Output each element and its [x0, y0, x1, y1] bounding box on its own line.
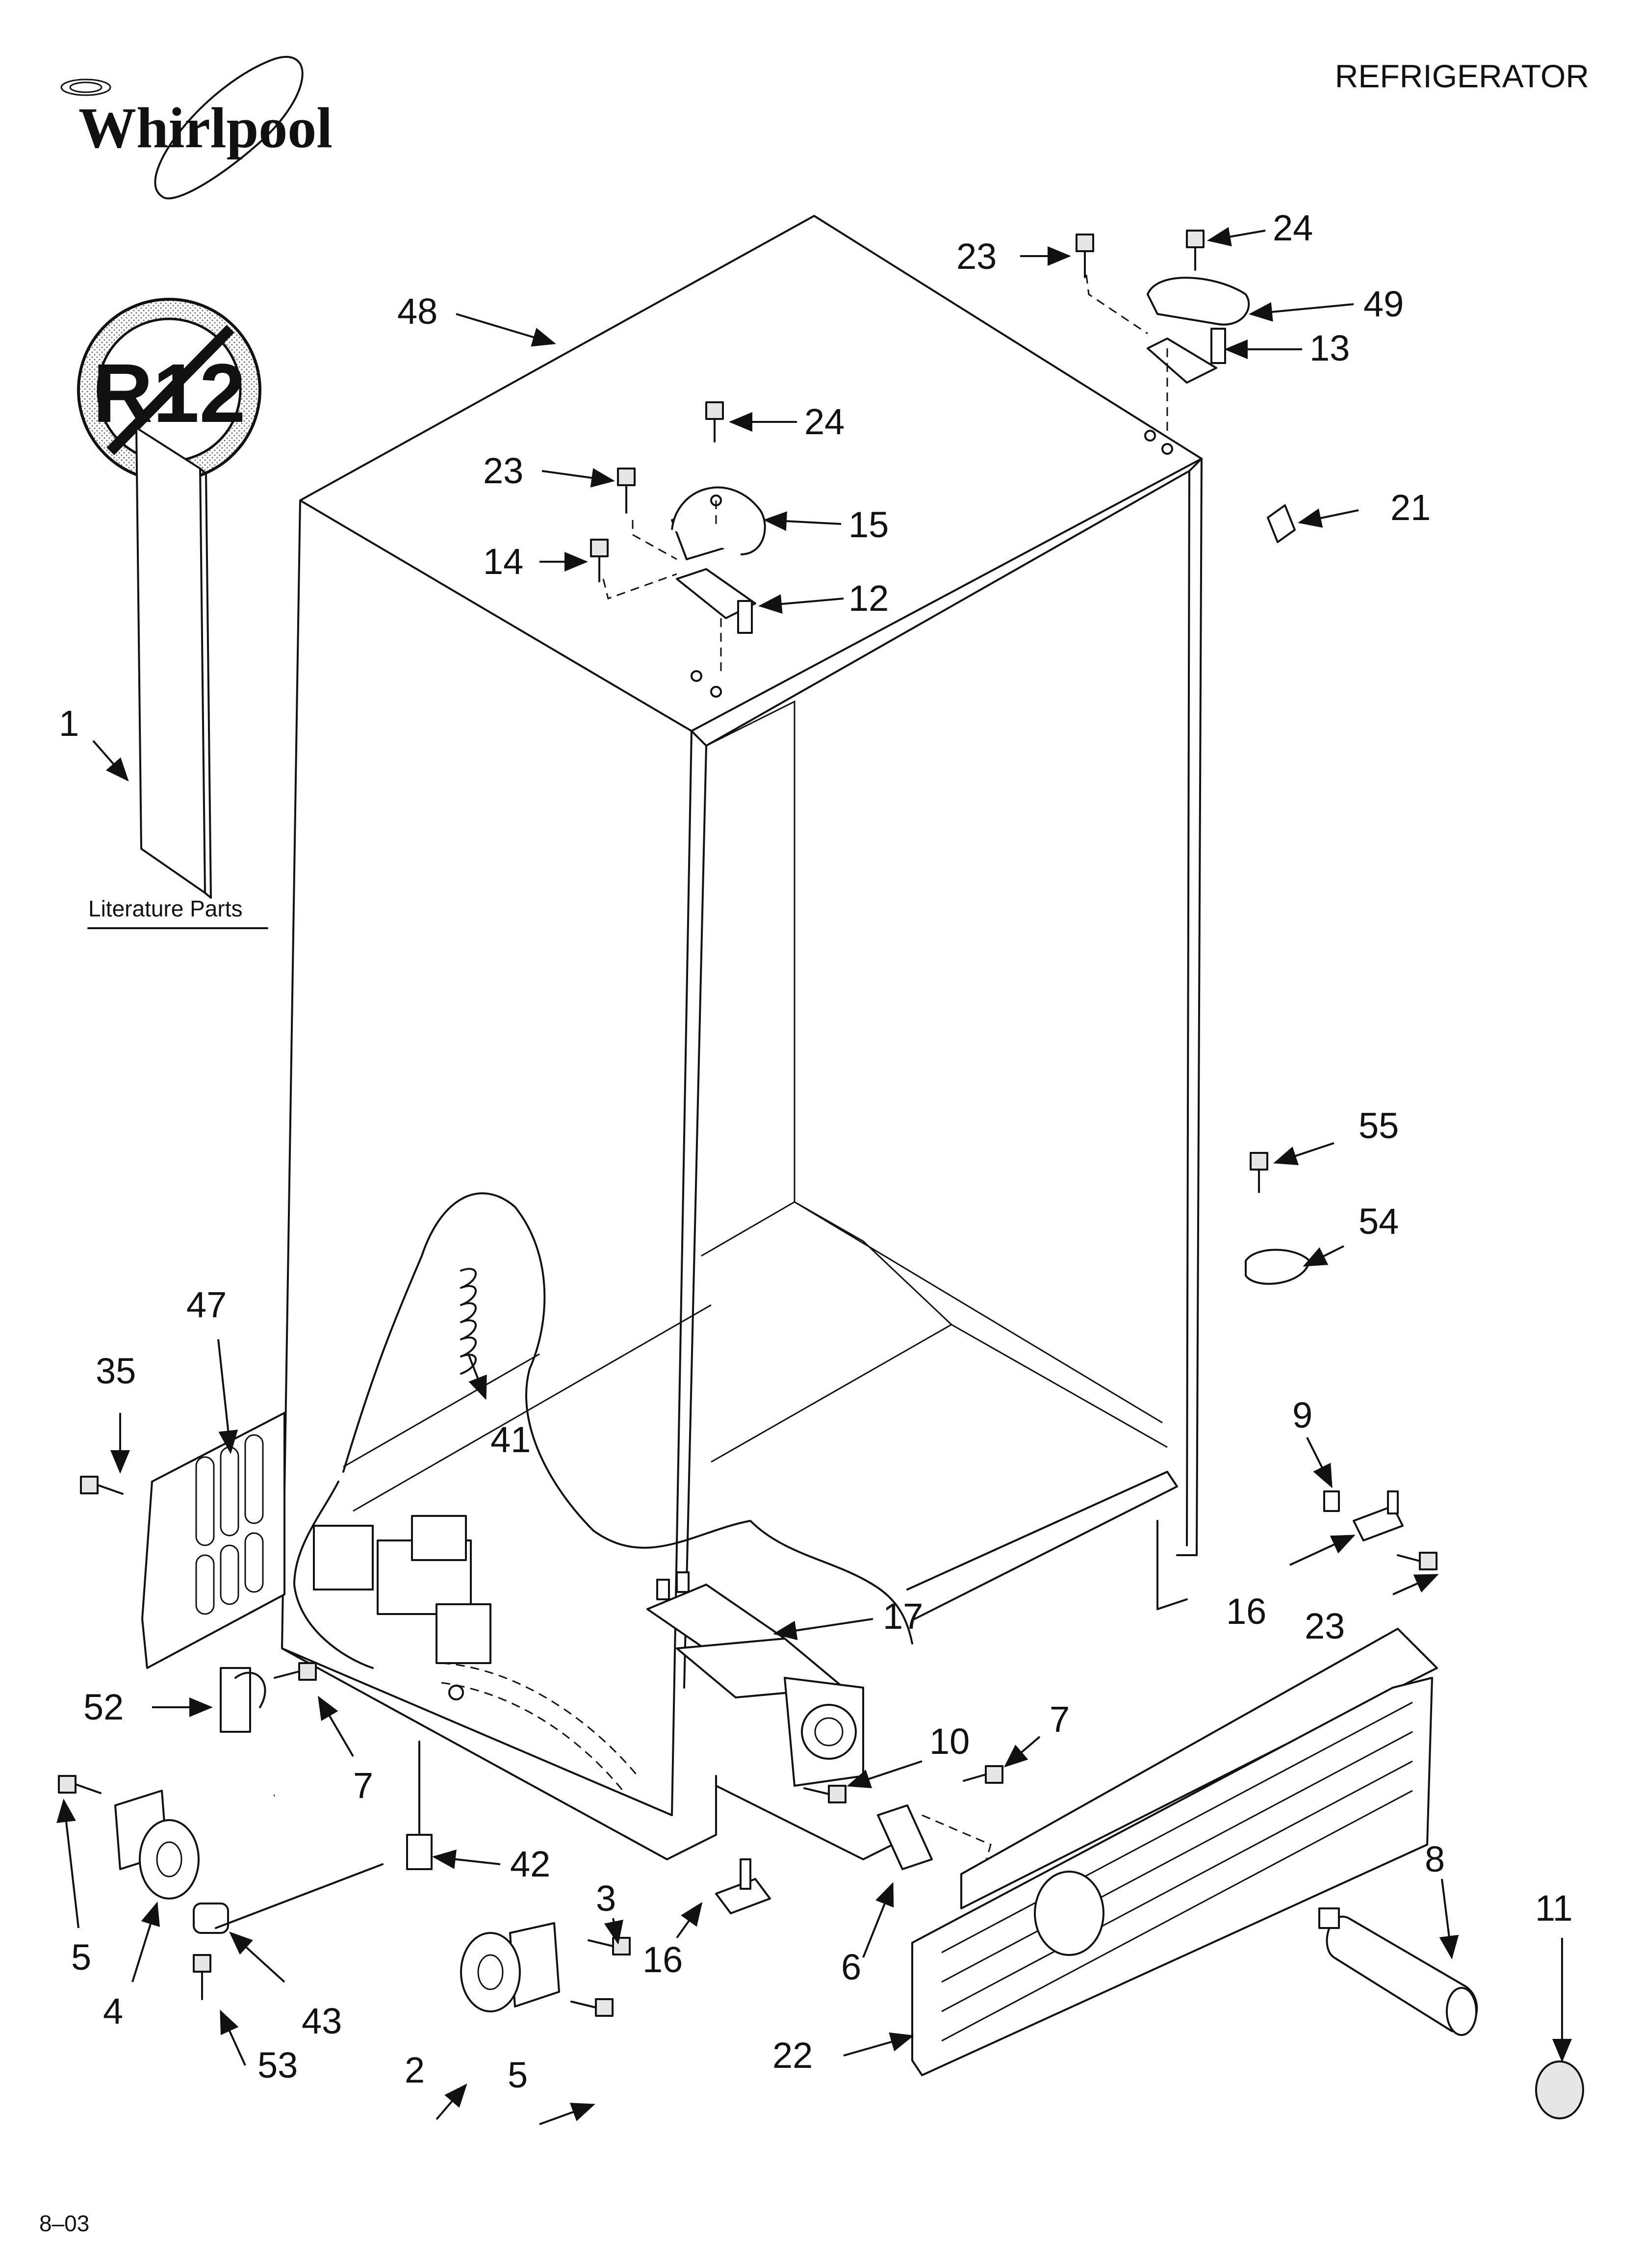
roller-bracket-4 — [114, 1790, 200, 1900]
part-54 — [1245, 1249, 1310, 1285]
callout-7-right: 7 — [1050, 1699, 1070, 1740]
literature-caption: Literature Parts — [88, 896, 242, 921]
screw-23-top-left — [617, 468, 636, 514]
water-filter-8 — [1318, 1907, 1478, 2036]
screw-23-top-right — [1076, 234, 1094, 278]
filter-cap-11 — [1535, 2060, 1584, 2119]
callout-5-left: 5 — [71, 1937, 91, 1978]
callout-7-left: 7 — [353, 1765, 373, 1806]
callout-17: 17 — [883, 1596, 923, 1637]
filter-housing-17 — [646, 1571, 864, 1787]
screw-53 — [193, 1954, 211, 2000]
callout-35: 35 — [96, 1351, 136, 1391]
screw-group — [58, 230, 1437, 2017]
screw-5-lower — [570, 1998, 614, 2017]
callout-48: 48 — [397, 291, 437, 332]
hinge-cover-49 — [1147, 277, 1250, 326]
screw-7-right — [963, 1765, 1003, 1784]
callout-41: 41 — [490, 1419, 531, 1460]
callout-23-bottom-right: 23 — [1305, 1606, 1345, 1646]
top-hinge-right — [1085, 274, 1250, 455]
callout-4: 4 — [103, 1991, 123, 2032]
leader-lines — [56, 227, 1572, 2125]
brand-logo-text: Whirlpool — [78, 96, 333, 160]
callout-24-top-right: 24 — [1273, 208, 1313, 248]
callout-16-bottom: 16 — [642, 1939, 683, 1980]
rear-grille-47 — [141, 1412, 285, 1669]
callout-5-lower: 5 — [508, 2055, 528, 2095]
hinge-13 — [1147, 338, 1217, 384]
callout-55: 55 — [1359, 1105, 1399, 1146]
clip-43 — [193, 1903, 229, 1934]
callout-22: 22 — [772, 2035, 813, 2076]
bracket-16-bottom — [715, 1858, 771, 1914]
drain-tube-41 — [460, 1268, 477, 1375]
whirlpool-logo: Whirlpool — [60, 55, 333, 200]
callout-3: 3 — [596, 1878, 616, 1919]
screw-5-left — [58, 1775, 102, 1794]
screw-3 — [588, 1937, 631, 1955]
bracket-16-right — [1353, 1505, 1404, 1541]
callout-23-top-right: 23 — [956, 236, 997, 277]
part-21 — [1267, 504, 1296, 543]
callout-6: 6 — [841, 1947, 861, 1987]
screw-55 — [1250, 1152, 1268, 1193]
screw-7-left — [274, 1662, 317, 1681]
callout-42: 42 — [510, 1844, 550, 1884]
footer-code: 8–03 — [39, 2211, 89, 2236]
callout-15: 15 — [848, 504, 889, 545]
literature-booklet: Literature Parts — [87, 427, 268, 929]
screw-10 — [803, 1785, 847, 1803]
callout-9: 9 — [1292, 1395, 1312, 1435]
hinge-cover-15 — [671, 486, 766, 555]
callout-labels: 48 23 24 49 13 24 23 15 14 12 21 1 55 54… — [59, 208, 1573, 2095]
screw-24-top-left — [705, 401, 724, 443]
callout-8: 8 — [1425, 1839, 1445, 1879]
relay-component — [313, 1525, 374, 1590]
callout-14: 14 — [483, 541, 523, 582]
callout-10: 10 — [929, 1721, 970, 1762]
screw-14 — [590, 539, 609, 582]
callout-53: 53 — [257, 2045, 298, 2086]
clamp-52 — [220, 1667, 266, 1733]
callout-43: 43 — [302, 2001, 342, 2041]
callout-16-right: 16 — [1226, 1591, 1266, 1632]
refrigerator-cabinet — [281, 215, 1203, 1860]
callout-21: 21 — [1390, 487, 1431, 528]
callout-12: 12 — [848, 578, 889, 619]
base-grille-22 — [911, 1628, 1438, 2076]
screw-35 — [80, 1476, 124, 1495]
roller-bracket-2 — [460, 1922, 560, 2012]
callout-47: 47 — [186, 1284, 227, 1325]
callout-2: 2 — [405, 2050, 425, 2090]
water-tube-42 — [215, 1741, 433, 1929]
callout-24-top-left: 24 — [804, 401, 845, 442]
part-9 — [1323, 1490, 1340, 1512]
screw-24-top-right — [1186, 230, 1205, 271]
bracket-6 — [877, 1804, 992, 1879]
top-hinge-left — [602, 486, 766, 698]
page-title: REFRIGERATOR — [1335, 58, 1589, 94]
no-r12-badge: R12 — [77, 298, 261, 482]
callout-52: 52 — [83, 1687, 124, 1727]
callout-11: 11 — [1535, 1888, 1573, 1929]
callout-1: 1 — [59, 703, 79, 744]
screw-23-bottom-right — [1397, 1552, 1437, 1570]
callout-13: 13 — [1309, 328, 1350, 368]
callout-54: 54 — [1359, 1201, 1399, 1242]
callout-49: 49 — [1363, 284, 1404, 324]
hinge-12 — [676, 568, 756, 619]
callout-23-top-left: 23 — [483, 450, 523, 491]
